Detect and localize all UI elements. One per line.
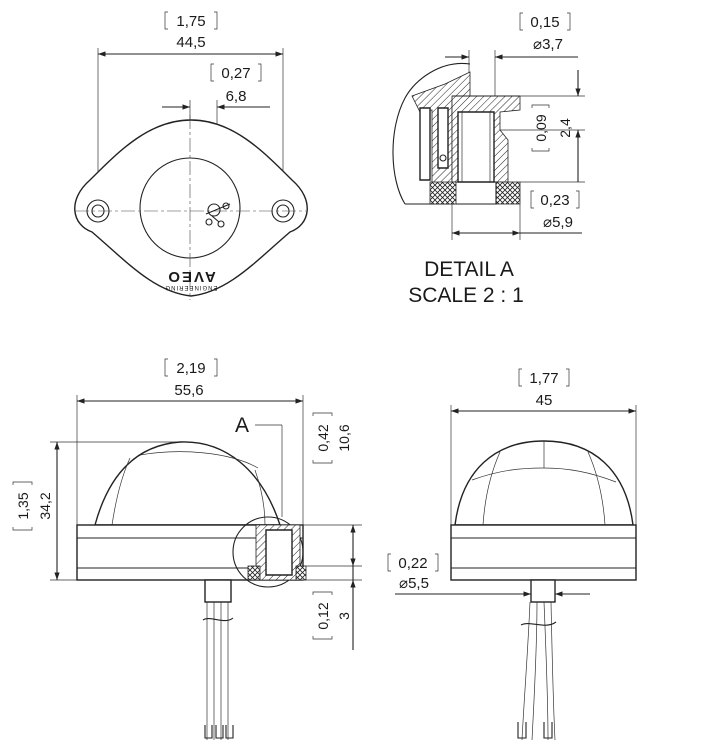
detail-bore [457,111,495,183]
detail-a: 0,15 ⌀3,7 0,09 2,4 [392,12,585,307]
detail-a-marker-circle [232,516,304,588]
aveo-logo: ENGINEERING AVEO [164,268,217,290]
detail-seal-right [495,181,521,205]
detail-hole-mm: ⌀3,7 [533,36,563,53]
top-offset-in: 0,27 [221,65,250,82]
front-width-mm: 45 [536,392,553,409]
top-housing-outline [74,119,308,297]
detail-seal-left [429,181,457,205]
svg-text:ENGINEERING: ENGINEERING [164,284,217,290]
side-base-in: 0,42 [315,424,331,451]
detail-title: DETAIL A [424,258,514,281]
svg-text:AVEO: AVEO [166,268,215,285]
front-base [450,524,637,581]
top-offset-mm: 6,8 [226,88,247,105]
front-view: 1,77 45 0,22 ⌀5,5 [387,368,637,741]
top-view: 1,75 44,5 0,27 6,8 ENGINEERING [74,11,308,300]
detail-boss-in: 0,23 [540,192,569,209]
side-width-in: 2,19 [176,360,205,377]
side-height-mm: 34,2 [37,492,53,519]
front-cable-in: 0,22 [398,555,427,572]
side-view: 2,19 55,6 1,35 34,2 A [12,358,362,740]
top-width-in: 1,75 [176,13,205,30]
side-height-in: 1,35 [15,492,31,519]
detail-a-label: A [235,414,249,437]
side-dome [94,441,281,526]
detail-depth-mm: 2,4 [557,118,573,138]
side-stem-mm: 3 [336,612,352,620]
top-width-mm: 44,5 [176,34,205,51]
front-stem [530,579,556,603]
side-width-mm: 55,6 [174,382,203,399]
front-cable-mm: ⌀5,5 [399,575,429,592]
detail-depth-in: 0,09 [533,114,549,141]
side-stem-in: 0,12 [315,602,331,629]
led-contact-icon [205,202,231,228]
detail-hole-in: 0,15 [530,14,559,31]
side-stem [204,579,232,603]
front-width-in: 1,77 [529,370,558,387]
detail-scale: SCALE 2 : 1 [408,284,524,307]
side-base-mm: 10,6 [336,424,352,451]
detail-boss-mm: ⌀5,9 [543,214,573,231]
